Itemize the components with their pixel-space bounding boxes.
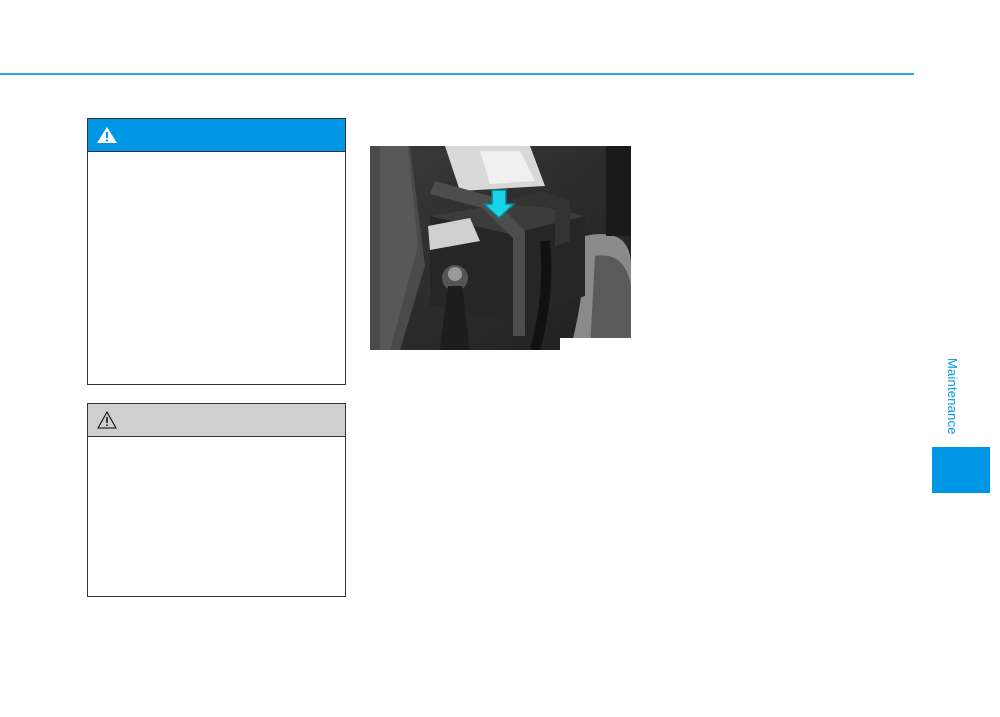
caution-triangle-icon xyxy=(96,410,118,430)
warning-box xyxy=(87,118,346,385)
caution-box xyxy=(87,403,346,597)
header-rule xyxy=(0,73,914,75)
warning-header xyxy=(88,119,345,152)
side-tab-label: Maintenance xyxy=(945,358,960,435)
warning-triangle-icon xyxy=(96,126,118,144)
caution-header xyxy=(88,404,345,437)
car-battery-photo xyxy=(370,146,631,350)
side-tab-marker xyxy=(932,447,990,493)
